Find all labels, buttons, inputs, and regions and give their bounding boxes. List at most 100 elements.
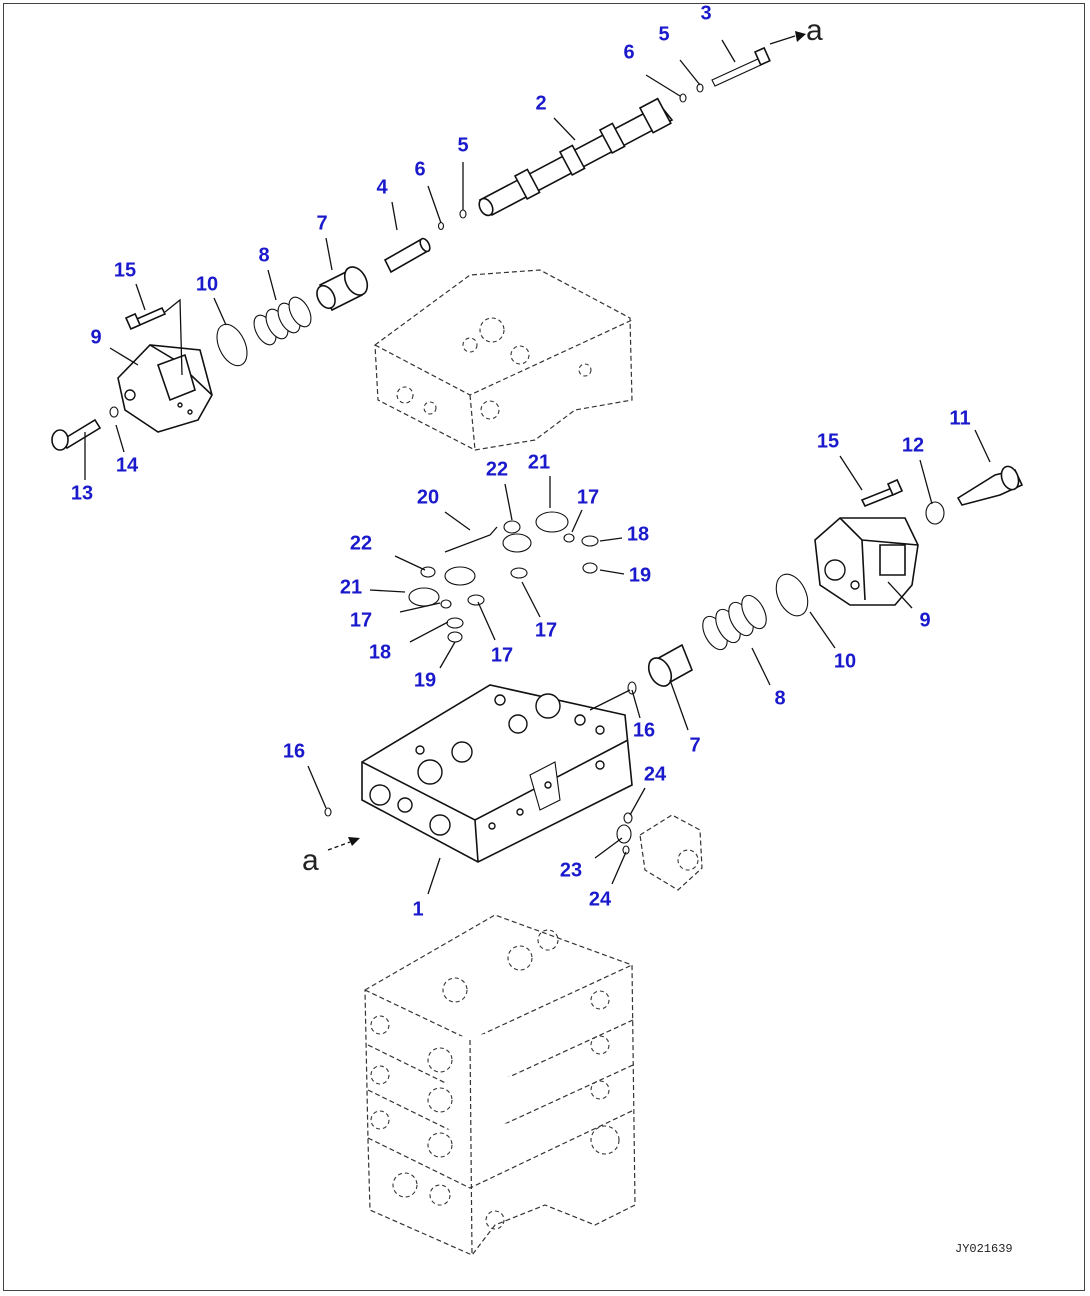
callout-c-9a: 9 (90, 326, 101, 348)
bolt-part-15-right (860, 478, 904, 508)
callout-c-17d: 17 (491, 644, 513, 666)
callout-c-20: 20 (417, 486, 439, 508)
leader-lines (84, 39, 991, 895)
stopper-part-4 (383, 237, 431, 274)
rod-part-3 (711, 46, 771, 87)
leader-line-c-7a (325, 237, 333, 271)
leader-line-c-16b (307, 765, 327, 809)
leader-line-c-19b (439, 641, 456, 669)
leader-line-c-7b (669, 679, 689, 731)
leader-line-c-18b (409, 621, 449, 643)
callout-c-19a: 19 (629, 564, 651, 586)
callout-c-10b: 10 (834, 650, 856, 672)
leader-line-c-11 (974, 429, 991, 463)
callout-c-1: 1 (412, 898, 423, 920)
o-ring-part-24-lower (622, 845, 630, 855)
ghost-pilot-body (639, 814, 703, 891)
leader-line-c-20 (444, 511, 471, 531)
callout-c-2: 2 (535, 92, 546, 114)
leader-line-c-18a (599, 537, 623, 542)
leader-line-c-15a (135, 283, 146, 311)
drawing-code: JY021639 (955, 1242, 1013, 1256)
o-ring-part-10-lower (775, 573, 809, 617)
reference-arrow-top: a (769, 14, 823, 47)
callout-c-8b: 8 (774, 687, 785, 709)
ghost-valve-stack-bottom (364, 914, 636, 1256)
retainer-part-7-upper (316, 266, 369, 312)
plug-part-13 (51, 418, 102, 451)
callout-c-16b: 16 (283, 740, 305, 762)
callout-c-22a: 22 (486, 458, 508, 480)
reference-label-bottom: a (302, 844, 319, 877)
leader-line-c-2 (553, 117, 576, 141)
leader-line-c-17d (477, 601, 496, 641)
leader-line-c-24a (629, 787, 646, 816)
leader-line-c-8a (267, 269, 277, 301)
leader-line-c-17c (399, 602, 441, 613)
retainer-part-7-lower (647, 643, 694, 687)
leader-line-c-9a (109, 347, 139, 366)
valve-block-part-1 (361, 684, 633, 863)
callout-c-18a: 18 (627, 523, 649, 545)
leader-line-c-22a (504, 483, 513, 521)
callout-c-16a: 16 (633, 719, 655, 741)
callout-c-13: 13 (71, 482, 93, 504)
leader-line-c-17b (521, 581, 541, 618)
leader-line-c-6b (427, 185, 442, 224)
leader-line-c-1 (427, 857, 441, 895)
leader-line-c-8b (751, 647, 771, 686)
leader-line-c-19a (599, 569, 625, 575)
leader-line-c-12 (919, 459, 933, 505)
o-ring-part-10-upper (216, 323, 248, 367)
callout-c-22b: 22 (350, 532, 372, 554)
bolt-part-15-upper (124, 298, 183, 376)
callout-c-5a: 5 (658, 23, 669, 45)
leader-line-c-22b (394, 555, 426, 571)
leader-line-c-6a (645, 74, 681, 97)
leader-line-c-4 (391, 201, 398, 231)
callout-c-15b: 15 (817, 430, 839, 452)
cover-part-9-right (814, 517, 919, 606)
callout-c-6b: 6 (414, 158, 425, 180)
leader-line-c-10a (213, 297, 227, 326)
spring-part-8-upper (253, 296, 312, 346)
leader-line-c-15b (839, 455, 863, 491)
leader-line-c-10b (809, 611, 836, 649)
leader-line-c-3 (721, 39, 736, 63)
cover-part-9-left (117, 344, 213, 433)
o-ring-part-12 (925, 501, 945, 525)
callout-c-5b: 5 (457, 134, 468, 156)
reference-arrow-bottom: a (302, 837, 360, 877)
o-ring-part-16-right (627, 681, 637, 695)
leader-line-c-21b (369, 589, 406, 593)
reference-label-top: a (806, 14, 823, 47)
plug-part-11 (956, 465, 1024, 506)
callout-c-15a: 15 (114, 259, 136, 281)
o-ring-part-16-left (324, 807, 332, 817)
callout-c-9b: 9 (919, 609, 930, 631)
callout-c-24a: 24 (644, 763, 667, 785)
callout-c-4: 4 (376, 176, 388, 198)
callout-c-18b: 18 (369, 641, 391, 663)
pin-line-16 (589, 689, 631, 711)
ghost-valve-section-top (374, 269, 633, 451)
callout-c-8a: 8 (258, 244, 269, 266)
leader-line-c-5a (679, 59, 701, 86)
callout-c-17c: 17 (350, 609, 372, 631)
callout-c-17a: 17 (577, 486, 599, 508)
callout-c-3: 3 (700, 2, 711, 24)
callout-c-12: 12 (902, 434, 924, 456)
seal-parts-17-22 (408, 511, 599, 643)
main-spool-part-2 (478, 97, 674, 217)
o-ring-part-24-upper (623, 812, 633, 824)
callout-c-7a: 7 (316, 212, 327, 234)
callout-c-19b: 19 (414, 669, 436, 691)
leader-line-c-23 (594, 837, 623, 859)
leader-line-c-17a (571, 509, 583, 533)
callout-c-6a: 6 (623, 41, 634, 63)
callout-c-23: 23 (560, 859, 582, 881)
o-ring-part-14 (109, 406, 119, 418)
o-ring-parts-5-6 (437, 83, 704, 231)
